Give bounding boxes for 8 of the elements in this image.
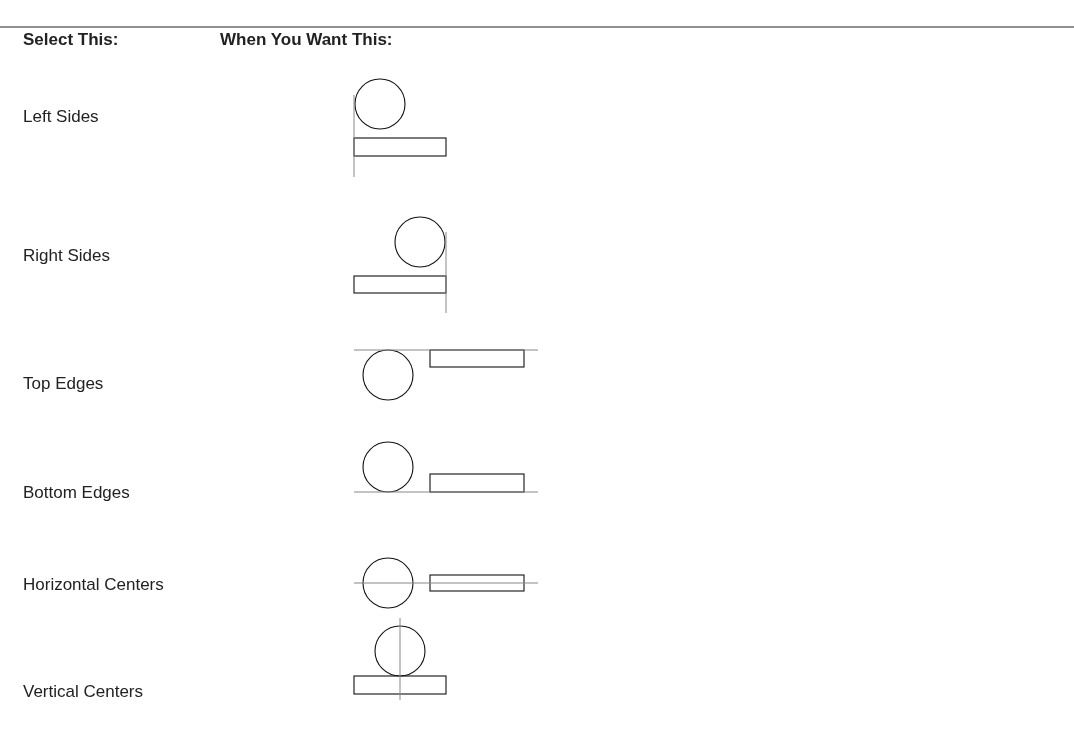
column-header: When You Want This: xyxy=(220,30,393,50)
column-header: Select This: xyxy=(23,30,119,50)
option-label: Top Edges xyxy=(23,374,104,394)
option-label: Horizontal Centers xyxy=(23,575,164,595)
option-label: Vertical Centers xyxy=(23,682,143,702)
option-label: Bottom Edges xyxy=(23,483,130,503)
option-label: Right Sides xyxy=(23,246,110,266)
option-label: Left Sides xyxy=(23,107,99,127)
